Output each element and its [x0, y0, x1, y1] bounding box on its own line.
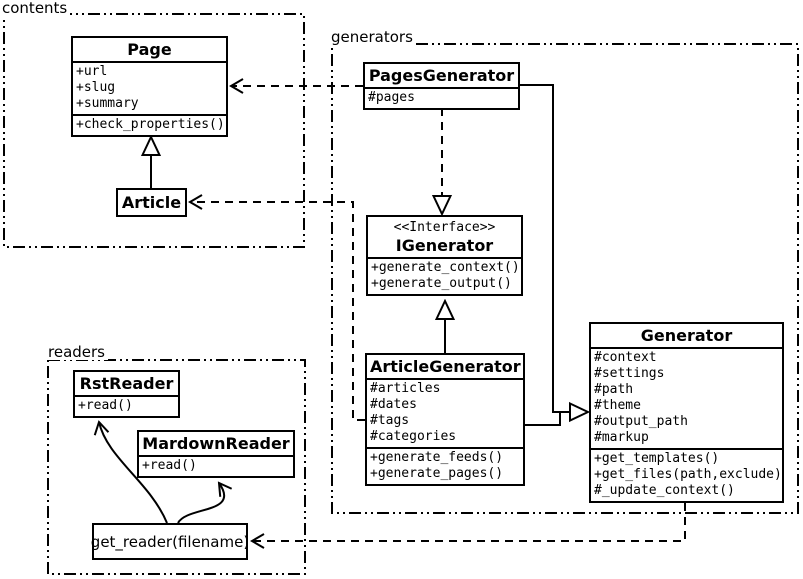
- class-pagesgenerator-title: PagesGenerator: [368, 66, 515, 85]
- class-page-methods: +check_properties(): [73, 114, 226, 135]
- method: +generate_output(): [371, 276, 512, 291]
- method: +read(): [78, 398, 133, 413]
- inheritance-articlegenerator-to-generator: [525, 411, 561, 426]
- contents-package-label: contents: [1, 1, 71, 16]
- readers-package-border: [47, 359, 306, 575]
- attribute: #path: [594, 382, 634, 397]
- class-page-title: Page: [127, 40, 172, 59]
- attribute: #markup: [594, 430, 649, 445]
- attribute: #output_path: [594, 414, 688, 429]
- class-igenerator-stereotype: <<Interface>>: [393, 220, 496, 235]
- method: +read(): [142, 458, 197, 473]
- class-markdownreader-title: MardownReader: [142, 434, 290, 453]
- class-page-attributes: +url +slug +summary: [73, 61, 226, 114]
- class-article-title: Article: [121, 193, 182, 212]
- class-pagesgenerator-attributes: #pages: [365, 87, 518, 108]
- class-generator: Generator #context #settings #path #them…: [589, 322, 784, 503]
- class-generator-attributes: #context #settings #path #theme #output_…: [591, 347, 782, 448]
- class-pagesgenerator: PagesGenerator #pages: [363, 62, 520, 110]
- class-generator-title: Generator: [640, 326, 733, 345]
- class-rstreader-methods: +read(): [75, 395, 178, 416]
- inheritance-pagesgenerator-to-generator: [520, 84, 588, 412]
- class-articlegenerator: ArticleGenerator #articles #dates #tags …: [365, 353, 525, 486]
- attribute: #settings: [594, 366, 665, 381]
- class-articlegenerator-methods: +generate_feeds() +generate_pages(): [367, 447, 523, 484]
- attribute: +url: [76, 64, 108, 79]
- class-rstreader-title: RstReader: [79, 374, 174, 393]
- generators-package-label: generators: [330, 30, 416, 45]
- method: +check_properties(): [76, 117, 225, 132]
- contents-package-border: [3, 13, 305, 248]
- class-igenerator: <<Interface>> IGenerator +generate_conte…: [366, 215, 523, 296]
- attribute: +summary: [76, 96, 139, 111]
- method: +get_templates(): [594, 451, 720, 466]
- getreader-function-node: get_reader(filename): [90, 523, 250, 560]
- class-generator-methods: +get_templates() +get_files(path,exclude…: [591, 448, 782, 501]
- dependency-articlegenerator-to-article: [188, 194, 365, 421]
- readers-package-label: readers: [47, 345, 108, 360]
- attribute: #theme: [594, 398, 641, 413]
- method: +get_files(path,exclude): [594, 467, 782, 482]
- attribute: #articles: [370, 381, 441, 396]
- method: +generate_context(): [371, 260, 520, 275]
- class-articlegenerator-title: ArticleGenerator: [370, 357, 521, 376]
- attribute: #context: [594, 350, 657, 365]
- class-page: Page +url +slug +summary +check_properti…: [71, 36, 228, 137]
- generators-package-border: [331, 43, 799, 514]
- arrow-getreader-to-markdownreader: [177, 481, 233, 524]
- getreader-function-label: get_reader(filename): [90, 532, 250, 551]
- class-rstreader: RstReader +read(): [73, 370, 180, 418]
- class-igenerator-methods: +generate_context() +generate_output(): [368, 257, 521, 294]
- attribute: +slug: [76, 80, 116, 95]
- dependency-generator-to-getreader: [250, 503, 686, 549]
- class-markdownreader: MardownReader +read(): [137, 430, 295, 478]
- class-article: Article: [116, 188, 187, 217]
- attribute: #pages: [368, 90, 415, 105]
- attribute: #tags: [370, 413, 410, 428]
- arrow-getreader-to-rstreader: [93, 420, 168, 524]
- attribute: #categories: [370, 429, 457, 444]
- method: #_update_context(): [594, 483, 735, 498]
- class-igenerator-title: IGenerator: [395, 236, 494, 255]
- method: +generate_feeds(): [370, 450, 504, 465]
- method: +generate_pages(): [370, 466, 504, 481]
- attribute: #dates: [370, 397, 417, 412]
- class-markdownreader-methods: +read(): [139, 455, 293, 476]
- class-articlegenerator-attributes: #articles #dates #tags #categories: [367, 378, 523, 447]
